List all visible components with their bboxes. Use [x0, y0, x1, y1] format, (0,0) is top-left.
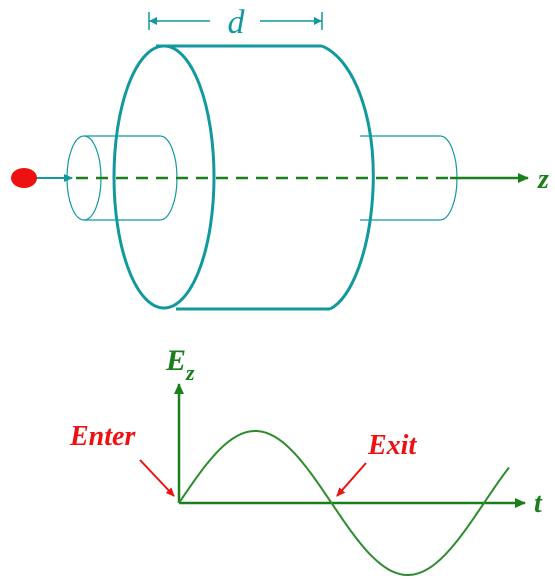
enter-arrow: [139, 459, 175, 497]
y-axis-label-sub: z: [185, 360, 195, 385]
cavity: d z: [11, 4, 549, 311]
exit-arrow: [336, 462, 367, 497]
gap-dimension: [148, 12, 323, 30]
exit-label: Exit: [367, 430, 417, 461]
enter-label: Enter: [69, 421, 136, 452]
x-axis-label: t: [534, 488, 543, 519]
y-axis-label-main: E: [165, 344, 186, 377]
cavity-body: [112, 44, 375, 311]
axis-label-z: z: [537, 164, 549, 195]
y-axis-label: Ez: [165, 344, 195, 385]
field-plot: Ez t Enter Exit: [69, 344, 543, 576]
field-sine-wave: [178, 430, 510, 576]
particle-dot: [11, 168, 37, 188]
gap-label: d: [228, 4, 246, 41]
